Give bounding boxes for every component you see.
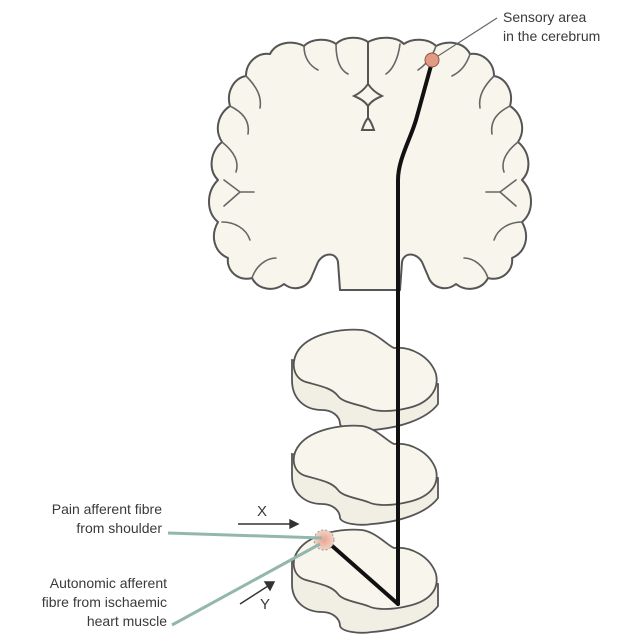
brain-outline (209, 38, 531, 290)
arrow-y-label: Y (260, 596, 270, 613)
sensory-area-dot (425, 53, 439, 67)
arrow-x-icon (238, 520, 298, 528)
pain-afferent-label-line-2: from shoulder (52, 519, 162, 538)
spinal-cord-segment-lower (292, 530, 438, 633)
spinal-cord-segment-upper (292, 330, 438, 431)
sensory-area-label-line-1: Sensory area (503, 8, 600, 27)
spinal-cord-segment-middle (292, 426, 438, 525)
autonomic-afferent-label-line-2: fibre from ischaemic (42, 593, 167, 612)
autonomic-afferent-label: Autonomic afferent fibre from ischaemic … (42, 574, 167, 631)
arrow-x-label: X (257, 503, 267, 520)
cerebrum-section (209, 38, 531, 290)
autonomic-afferent-label-line-3: heart muscle (42, 612, 167, 631)
autonomic-afferent-label-line-1: Autonomic afferent (42, 574, 167, 593)
pain-fibre-line (168, 533, 322, 538)
pain-afferent-label-line-1: Pain afferent fibre (52, 500, 162, 519)
sensory-area-label-line-2: in the cerebrum (503, 27, 600, 46)
sensory-area-label: Sensory area in the cerebrum (503, 8, 600, 46)
pain-afferent-label: Pain afferent fibre from shoulder (52, 500, 162, 538)
